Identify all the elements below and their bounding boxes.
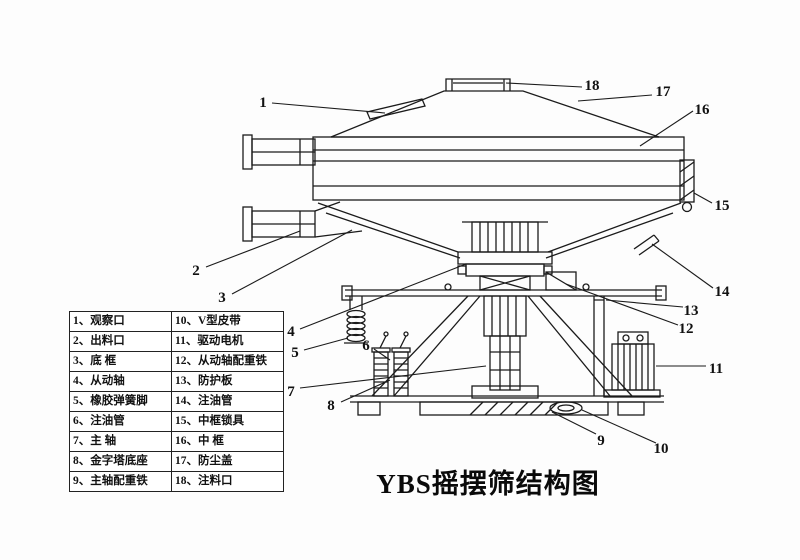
legend-cell: 5、橡胶弹簧脚 <box>69 391 172 412</box>
leader-line-12 <box>565 283 679 326</box>
legend-row: 2、出料口 11、驱动电机 <box>69 331 284 352</box>
leader-line-14 <box>651 243 714 289</box>
leader-line-15 <box>693 192 713 204</box>
legend-cell: 4、从动轴 <box>69 371 172 392</box>
callout-9: 9 <box>597 433 605 449</box>
callout-1: 1 <box>259 95 267 111</box>
leader-line-1 <box>271 102 386 114</box>
legend-cell: 13、防护板 <box>171 371 284 392</box>
deck-beam <box>341 283 667 301</box>
drive-motor <box>603 331 661 398</box>
callout-14: 14 <box>715 284 731 300</box>
leader-line-5 <box>303 337 349 351</box>
callout-4: 4 <box>287 324 295 340</box>
legend-row: 6、注油管 15、中框锁具 <box>69 411 284 432</box>
leader-line-17 <box>577 94 653 102</box>
callout-11: 11 <box>709 361 723 377</box>
leader-line-13 <box>605 299 684 308</box>
shaft-assembly <box>457 221 577 399</box>
legend-cell: 9、主轴配重铁 <box>69 471 172 492</box>
callout-numbers: 1 2 3 4 5 6 7 8 9 10 11 12 13 14 15 16 1… <box>192 78 730 457</box>
legend-cell: 10、V型皮带 <box>171 311 284 332</box>
legend-cell: 14、注油管 <box>171 391 284 412</box>
bottom-frame-cone <box>317 202 682 259</box>
leader-line-7 <box>299 365 487 389</box>
feed-inlet <box>445 78 511 91</box>
callout-10: 10 <box>654 441 669 457</box>
diagram-title: YBS摇摆筛结构图 <box>376 469 600 499</box>
observation-port <box>366 98 426 120</box>
callout-16: 16 <box>695 102 711 118</box>
base-plate <box>350 395 664 416</box>
legend-row: 5、橡胶弹簧脚 14、注油管 <box>69 391 284 412</box>
callout-7: 7 <box>287 384 295 400</box>
leader-line-18 <box>505 82 583 88</box>
rubber-spring-foot-left <box>344 296 368 344</box>
leader-line-6 <box>373 348 391 361</box>
oil-pipes <box>379 335 407 349</box>
callout-12: 12 <box>679 321 694 337</box>
legend-cell: 18、注料口 <box>171 471 284 492</box>
legend-cell: 2、出料口 <box>69 331 172 352</box>
leader-line-2 <box>205 230 301 268</box>
legend-cell: 15、中框锁具 <box>171 411 284 432</box>
legend-row: 3、底 框 12、从动轴配重铁 <box>69 351 284 372</box>
legend-cell: 16、中 框 <box>171 431 284 452</box>
v-belt-pulley <box>549 401 583 415</box>
callout-2: 2 <box>192 263 200 279</box>
legend-cell: 6、注油管 <box>69 411 172 432</box>
leader-line-16 <box>639 110 694 147</box>
discharge-ports <box>242 134 363 242</box>
rubber-spring-columns <box>371 331 411 397</box>
callout-5: 5 <box>291 345 299 361</box>
leader-line-3 <box>231 229 353 295</box>
callout-3: 3 <box>218 290 226 306</box>
callout-8: 8 <box>327 398 335 414</box>
legend-cell: 7、主 轴 <box>69 431 172 452</box>
legend-cell: 3、底 框 <box>69 351 172 372</box>
pyramid-base <box>371 295 633 397</box>
oil-pipe-right <box>633 234 660 256</box>
legend-row: 1、观察口 10、V型皮带 <box>69 311 284 332</box>
callout-6: 6 <box>362 338 370 354</box>
middle-frame-drum <box>312 136 685 201</box>
legend-cell: 12、从动轴配重铁 <box>171 351 284 372</box>
legend-row: 7、主 轴 16、中 框 <box>69 431 284 452</box>
legend-cell: 17、防尘盖 <box>171 451 284 472</box>
callout-18: 18 <box>585 78 600 94</box>
callout-17: 17 <box>656 84 672 100</box>
callout-15: 15 <box>715 198 730 214</box>
machine-line-art <box>242 78 695 416</box>
leader-lines <box>205 82 714 444</box>
legend-cell: 11、驱动电机 <box>171 331 284 352</box>
legend-table: 1、观察口 10、V型皮带 2、出料口 11、驱动电机 3、底 框 12、从动轴… <box>69 311 284 492</box>
leader-line-10 <box>581 409 657 444</box>
leader-line-4 <box>299 263 467 330</box>
legend-cell: 8、金字塔底座 <box>69 451 172 472</box>
legend-row: 9、主轴配重铁 18、注料口 <box>69 471 284 492</box>
legend-cell: 1、观察口 <box>69 311 172 332</box>
middle-frame-lock <box>679 159 695 213</box>
leader-line-8 <box>340 379 391 403</box>
legend-row: 8、金字塔底座 17、防尘盖 <box>69 451 284 472</box>
legend-row: 4、从动轴 13、防护板 <box>69 371 284 392</box>
callout-13: 13 <box>684 303 699 319</box>
leader-line-9 <box>551 411 597 435</box>
protective-plate <box>593 296 605 396</box>
main-shaft-counterweight-hatch <box>469 401 559 416</box>
